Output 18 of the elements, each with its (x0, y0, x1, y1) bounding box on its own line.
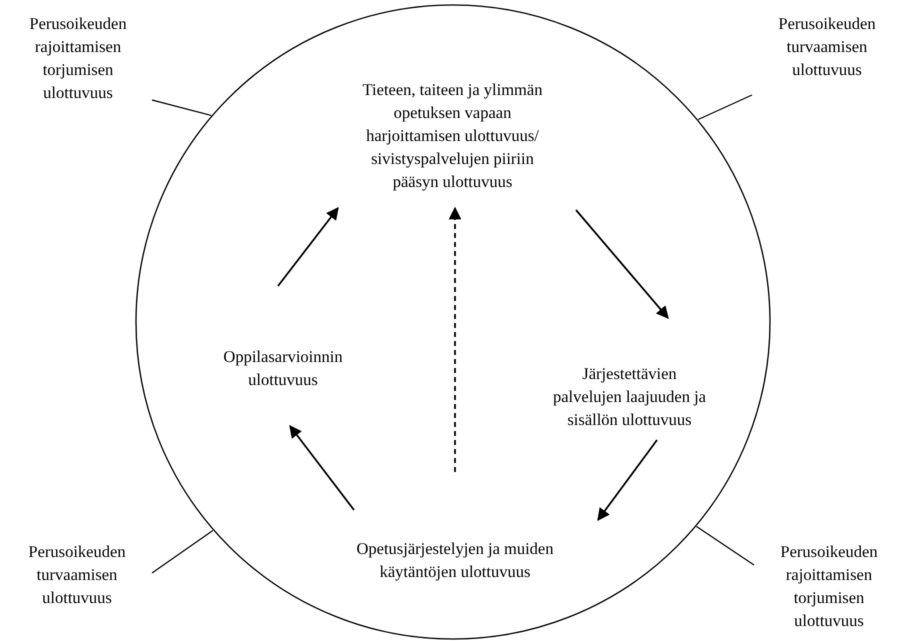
node-label: Järjestettävien palvelujen laajuuden ja sisällön ulottuvuus (552, 363, 708, 431)
leader-line (698, 94, 752, 120)
arrow (448, 206, 462, 472)
node-label: Tieteen, taiteen ja ylimmän opetuksen vapaan harjoittamisen ulottuvuus/ sivistyspalvelujen piiriin pääsyn ulottuvuus (362, 79, 544, 193)
node-label: Perusoikeuden turvaamisen ulottuvuus (777, 13, 877, 81)
circle-outline (135, 4, 771, 640)
leader-line (152, 99, 212, 116)
arrow (289, 425, 355, 511)
node-label: Perusoikeuden rajoittamisen torjumisen ulottuvuus (28, 13, 128, 104)
arrow (277, 207, 339, 287)
leader-line (152, 530, 214, 574)
node-label: Perusoikeuden rajoittamisen torjumisen ulottuvuus (779, 541, 879, 632)
node-label: Perusoikeuden turvaamisen ulottuvuus (27, 541, 127, 609)
node-label: Oppilasarvioinnin ulottuvuus (222, 346, 344, 391)
arrow (575, 209, 669, 319)
arrow (597, 439, 658, 522)
leader-line (696, 526, 754, 566)
node-label: Opetusjärjestelyjen ja muiden käytäntöjen ulottuvuus (355, 538, 555, 583)
